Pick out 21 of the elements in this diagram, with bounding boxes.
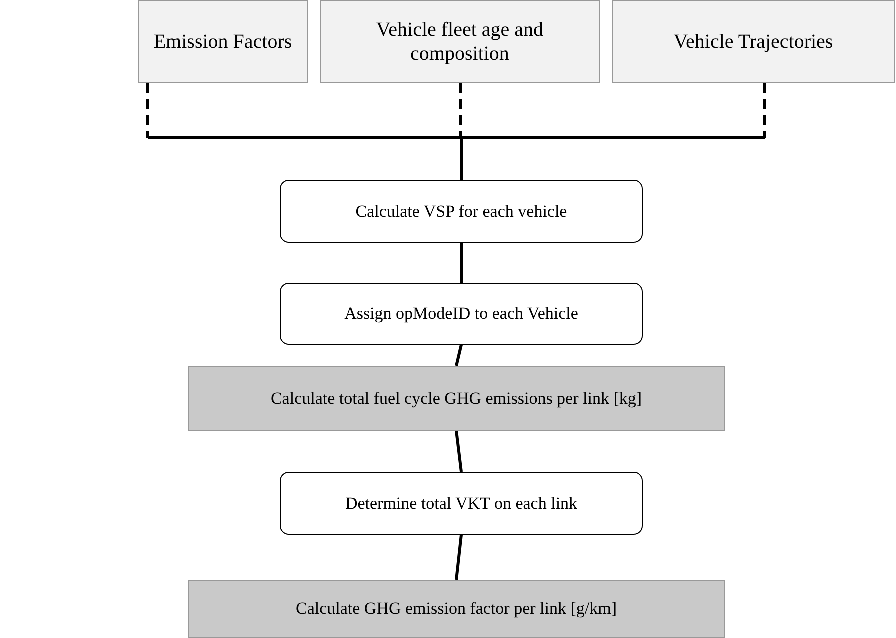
result-box (188, 580, 725, 638)
connector-line (455, 534, 463, 580)
node-label: Emission Factors (154, 30, 292, 54)
node-label: Determine total VKT on each link (345, 494, 578, 514)
process-box (280, 180, 643, 243)
result-box (188, 366, 725, 431)
input-box (138, 0, 308, 83)
connector-line (460, 243, 463, 283)
node-label: Calculate GHG emission factor per link [g/km] (296, 599, 618, 619)
node-label: Assign opModeID to each Vehicle (344, 304, 578, 324)
node-label: Vehicle Trajectories (674, 30, 834, 54)
process-box (280, 283, 643, 345)
connector-line (455, 344, 463, 366)
input-box (612, 0, 895, 83)
input-box (320, 0, 600, 83)
process-box (280, 472, 643, 535)
connector-line (455, 430, 463, 472)
node-label: Vehicle fleet age and composition (375, 18, 545, 66)
connector-line (460, 83, 766, 180)
node-label: Calculate VSP for each vehicle (356, 202, 568, 222)
node-label: Calculate total fuel cycle GHG emissions per link [kg] (270, 388, 642, 408)
